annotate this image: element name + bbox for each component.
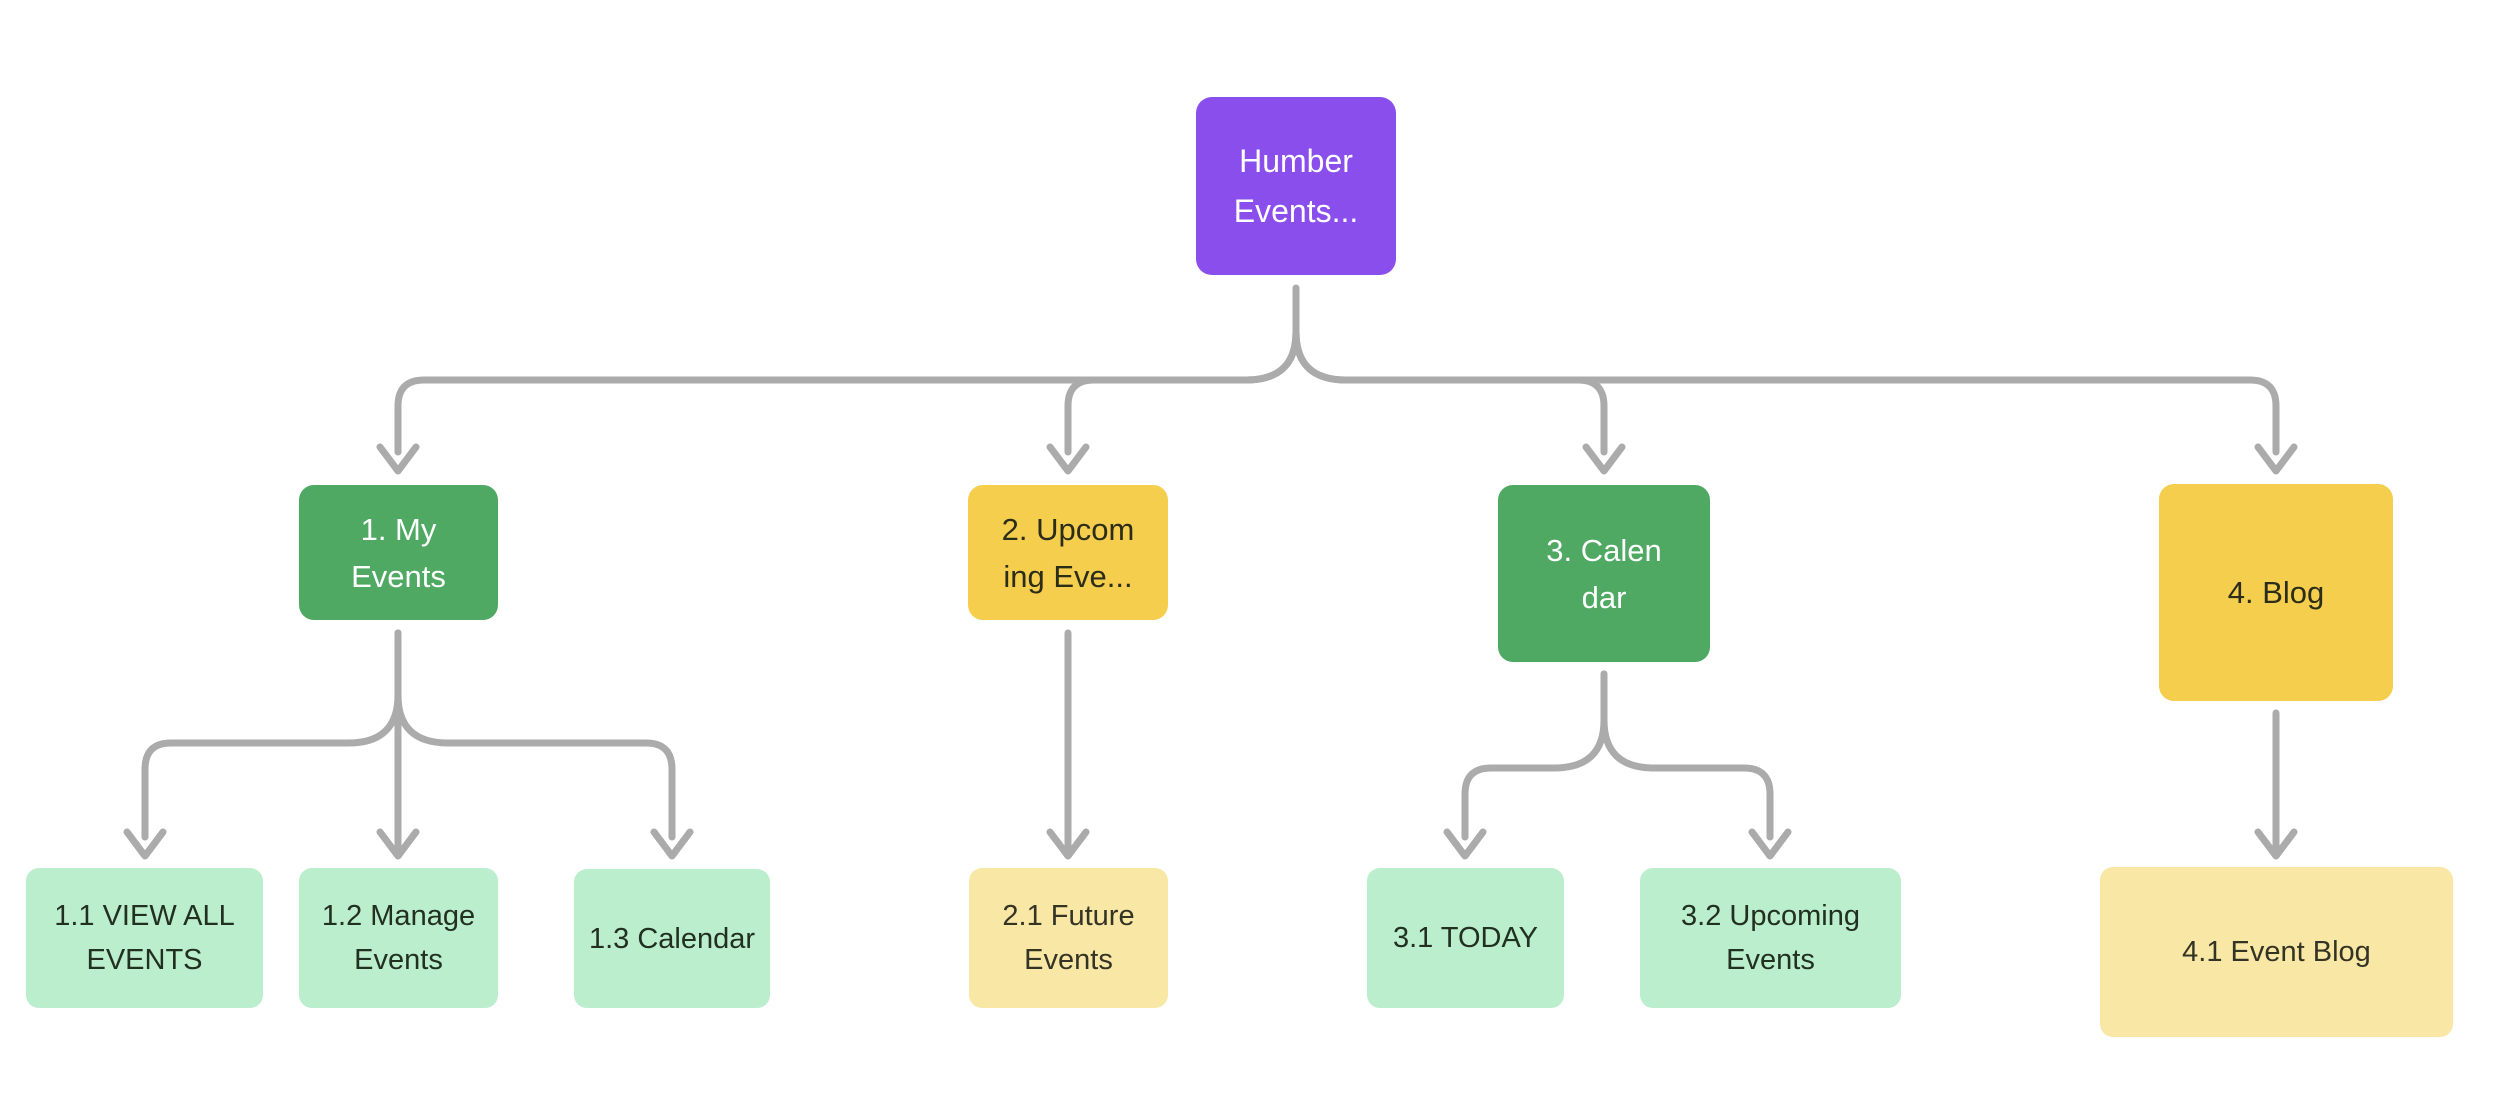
node-label-line: 3.1 TODAY	[1392, 922, 1539, 954]
node-label-line: 4.1 Event Blog	[2182, 936, 2371, 968]
node-view-all-events[interactable]: 1.1 VIEW ALL EVENTS	[26, 868, 263, 1008]
node-label-line: 3. Calen	[1546, 532, 1662, 568]
node-label-line: 1.2 Manage	[321, 900, 476, 932]
node-future-events[interactable]: 2.1 Future Events	[969, 868, 1168, 1008]
connector-n3-n32	[1600, 670, 1774, 841]
connector-n1-n13	[394, 629, 676, 841]
arrowhead-n1	[376, 443, 420, 475]
node-label-line: 3.2 Upcoming	[1681, 900, 1860, 932]
node-label-line: Events...	[1233, 193, 1359, 229]
connector-root-n4	[1292, 328, 2280, 456]
node-today[interactable]: 3.1 TODAY	[1367, 868, 1564, 1008]
node-label-line: 1.3 Calendar	[588, 922, 756, 955]
arrowhead-n31	[1443, 828, 1487, 860]
node-label-line: 1. My	[360, 511, 437, 547]
node-label-line: 1.1 VIEW ALL	[54, 900, 235, 932]
node-label-line: ing Eve...	[1003, 558, 1133, 594]
arrowhead-n13	[650, 828, 694, 860]
node-humber-events-root[interactable]: Humber Events...	[1196, 97, 1396, 275]
node-label-line: Events	[351, 558, 446, 594]
arrowhead-n11	[123, 828, 167, 860]
arrowhead-n32	[1748, 828, 1792, 860]
arrowhead-n12	[376, 828, 420, 860]
arrowhead-n41	[2254, 828, 2298, 860]
node-label-line: EVENTS	[86, 944, 203, 976]
node-label-line: 4. Blog	[2227, 575, 2325, 610]
node-label-line: 2. Upcom	[1001, 511, 1135, 547]
connector-root-n3	[1292, 328, 1608, 456]
node-label-line: Humber	[1239, 143, 1353, 179]
node-label-line: Events	[354, 944, 443, 976]
node-calendar-leaf[interactable]: 1.3 Calendar	[574, 869, 770, 1008]
node-manage-events[interactable]: 1.2 Manage Events	[299, 868, 498, 1008]
arrowhead-n4	[2254, 443, 2298, 475]
connector-n1-n11	[141, 629, 402, 841]
node-my-events[interactable]: 1. My Events	[299, 485, 498, 620]
node-event-blog[interactable]: 4.1 Event Blog	[2100, 867, 2453, 1037]
node-label-line: Events	[1726, 944, 1815, 976]
node-upcoming-events-leaf[interactable]: 3.2 Upcoming Events	[1640, 868, 1901, 1008]
node-label-line: 2.1 Future	[1002, 900, 1135, 932]
connector-root-n2	[1064, 328, 1300, 456]
connector-n3-n31	[1461, 670, 1608, 841]
node-label-line: dar	[1581, 579, 1627, 615]
arrowhead-n3	[1582, 443, 1626, 475]
arrowhead-n2	[1046, 443, 1090, 475]
node-upcoming-events[interactable]: 2. Upcom ing Eve...	[968, 485, 1168, 620]
node-label-line: Events	[1024, 944, 1113, 976]
node-calendar[interactable]: 3. Calen dar	[1498, 485, 1710, 662]
connector-root-n1	[394, 328, 1300, 456]
arrowhead-n21	[1046, 828, 1090, 860]
node-blog[interactable]: 4. Blog	[2159, 484, 2393, 701]
